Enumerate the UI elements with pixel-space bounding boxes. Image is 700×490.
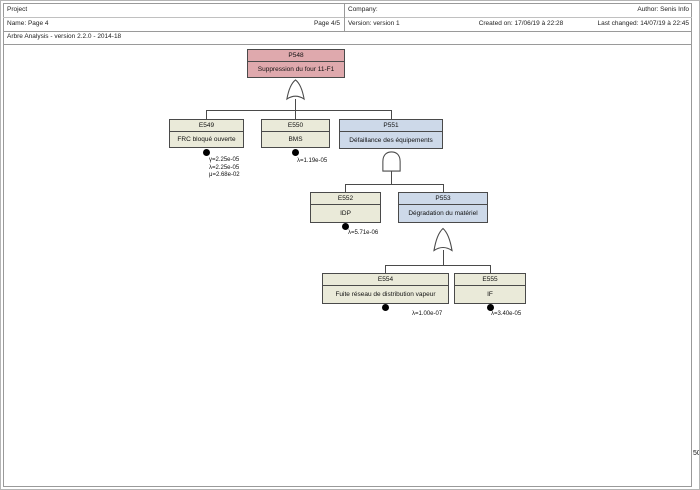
connector-line: [385, 265, 386, 273]
header-divider-1: [3, 17, 692, 18]
node-label: BMS: [288, 136, 303, 143]
connector-line: [385, 265, 491, 266]
tree-node-E555[interactable]: E555 IF: [454, 273, 526, 304]
node-id: P548: [248, 50, 344, 62]
header-divider-3: [3, 44, 692, 45]
edge-clipped-label: 50: [693, 450, 699, 457]
basic-event-icon: [382, 304, 389, 311]
app-version-label: Arbre Analysis - version 2.2.0 - 2014-18: [7, 33, 122, 40]
connector-line: [391, 110, 392, 119]
connector-line: [206, 110, 207, 119]
event-params-E550: λ=1.19e-05: [297, 158, 328, 164]
node-id: E554: [323, 274, 448, 286]
node-id: E550: [262, 120, 329, 132]
basic-event-icon: [292, 149, 299, 156]
document-name: Name: Page 4: [7, 20, 49, 27]
node-label: IDP: [340, 210, 351, 217]
header-column-divider: [344, 3, 345, 31]
param-mu: μ=2.68e-02: [209, 172, 240, 178]
tree-node-E549[interactable]: E549 FRC bloqué ouverte: [169, 119, 244, 148]
node-label: Défaillance des équipements: [349, 136, 433, 144]
connector-line: [443, 184, 444, 192]
and-gate-icon: [382, 151, 401, 172]
node-id: E555: [455, 274, 525, 286]
node-label: FRC bloqué ouverte: [177, 136, 236, 143]
header-divider-2: [3, 31, 692, 32]
node-id: P551: [340, 120, 442, 132]
connector-line: [295, 110, 296, 119]
basic-event-icon: [203, 149, 210, 156]
event-params-E549: γ=2.25e-05 λ=2.25e-05 μ=2.68e-02: [209, 157, 240, 180]
node-label: Fuite réseau de distribution vapeur: [335, 291, 436, 298]
basic-event-icon: [487, 304, 494, 311]
node-label: Dégradation du matériel: [408, 210, 478, 217]
tree-node-E554[interactable]: E554 Fuite réseau de distribution vapeur: [322, 273, 449, 304]
project-label: Project: [7, 6, 28, 13]
node-id: P553: [399, 193, 487, 205]
version-label: Version: version 1: [348, 20, 400, 27]
tree-node-E552[interactable]: E552 IDP: [310, 192, 381, 223]
connector-line: [345, 184, 444, 185]
param-lambda: λ=2.25e-05: [209, 164, 240, 171]
event-params-E552: λ=5.71e-06: [348, 230, 379, 236]
connector-line: [391, 171, 392, 184]
connector-line: [345, 184, 346, 192]
connector-line: [443, 250, 444, 265]
connector-line: [295, 99, 296, 110]
tree-node-P548[interactable]: P548 Suppression du four 11-F1: [247, 49, 345, 78]
last-changed-label: Last changed: 14/07/19 à 22:45: [597, 20, 689, 27]
page-border: [3, 3, 692, 487]
node-id: E549: [170, 120, 243, 132]
node-id: E552: [311, 193, 380, 205]
event-params-E554: λ=1.00e-07: [412, 311, 443, 317]
author-label: Author: Senis Info: [637, 6, 689, 13]
event-params-E555: λ=3.40e-05: [491, 311, 522, 317]
page-number: Page 4/5: [313, 20, 340, 27]
created-on-label: Created on: 17/06/19 à 22:28: [478, 20, 564, 27]
or-gate-icon: [433, 227, 453, 252]
or-gate-icon: [286, 79, 305, 101]
basic-event-icon: [342, 223, 349, 230]
connector-line: [206, 110, 392, 111]
node-label: IF: [487, 291, 493, 298]
tree-node-P553[interactable]: P553 Dégradation du matériel: [398, 192, 488, 223]
company-label: Company:: [348, 6, 378, 13]
node-label: Suppression du four 11-F1: [257, 66, 335, 73]
param-gamma: γ=2.25e-05: [209, 157, 240, 163]
tree-node-E550[interactable]: E550 BMS: [261, 119, 330, 148]
connector-line: [490, 265, 491, 273]
tree-node-P551[interactable]: P551 Défaillance des équipements: [339, 119, 443, 149]
